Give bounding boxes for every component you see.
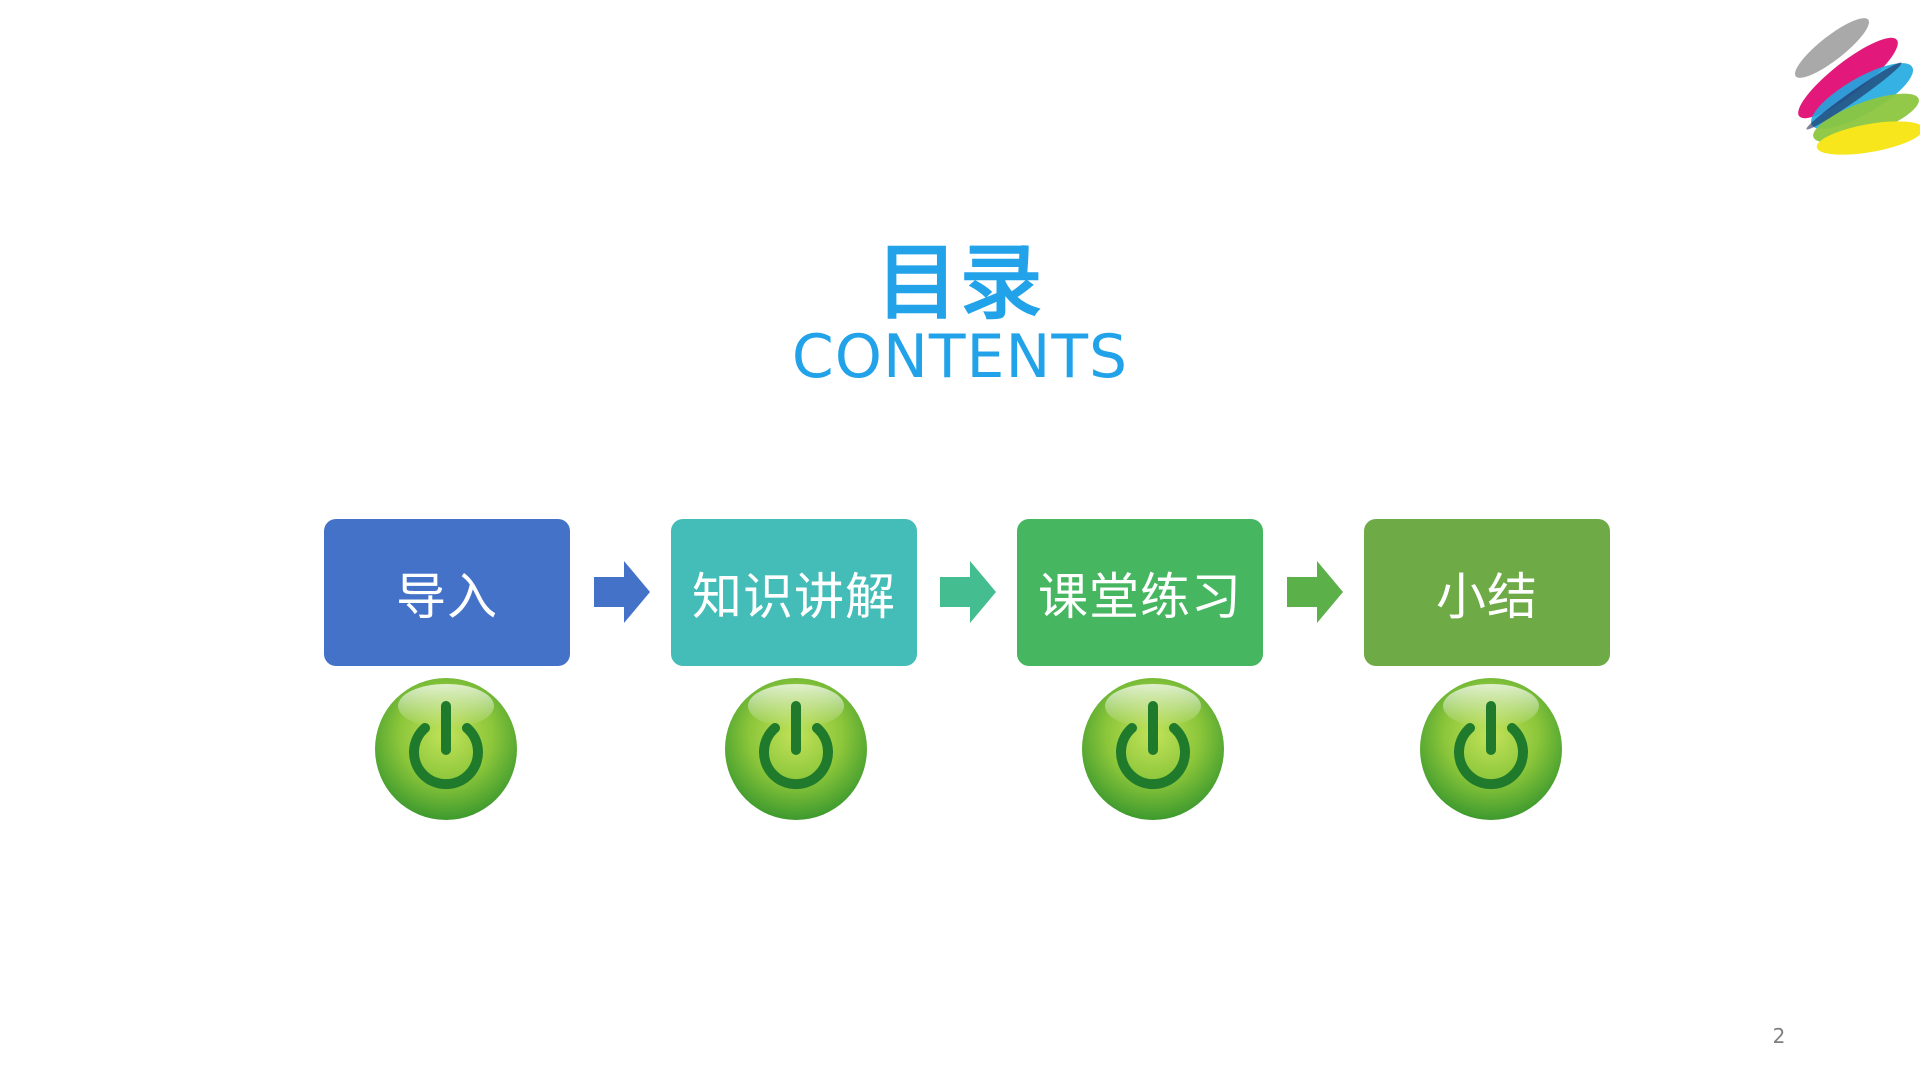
step-box-2[interactable]: 知识讲解 xyxy=(671,519,917,666)
colorful-feather-logo-icon xyxy=(1795,18,1920,155)
step-box-1[interactable]: 导入 xyxy=(324,519,570,666)
arrow-right-icon-1 xyxy=(594,561,650,623)
arrow-right-icon-2 xyxy=(940,561,996,623)
step-label-3: 课堂练习 xyxy=(1038,567,1242,626)
power-button-icon-4[interactable] xyxy=(1418,676,1564,822)
step-box-4[interactable]: 小结 xyxy=(1364,519,1610,666)
step-label-4: 小结 xyxy=(1436,567,1538,626)
power-button-icon-2[interactable] xyxy=(723,676,869,822)
title-chinese: 目录 xyxy=(875,236,1044,331)
page-number: 2 xyxy=(1772,1024,1786,1048)
power-button-icon-1[interactable] xyxy=(373,676,519,822)
step-box-3[interactable]: 课堂练习 xyxy=(1017,519,1263,666)
step-label-1: 导入 xyxy=(396,567,498,626)
power-button-icon-3[interactable] xyxy=(1080,676,1226,822)
step-label-2: 知识讲解 xyxy=(692,567,896,626)
title-english: CONTENTS xyxy=(791,322,1129,392)
arrow-right-icon-3 xyxy=(1287,561,1343,623)
